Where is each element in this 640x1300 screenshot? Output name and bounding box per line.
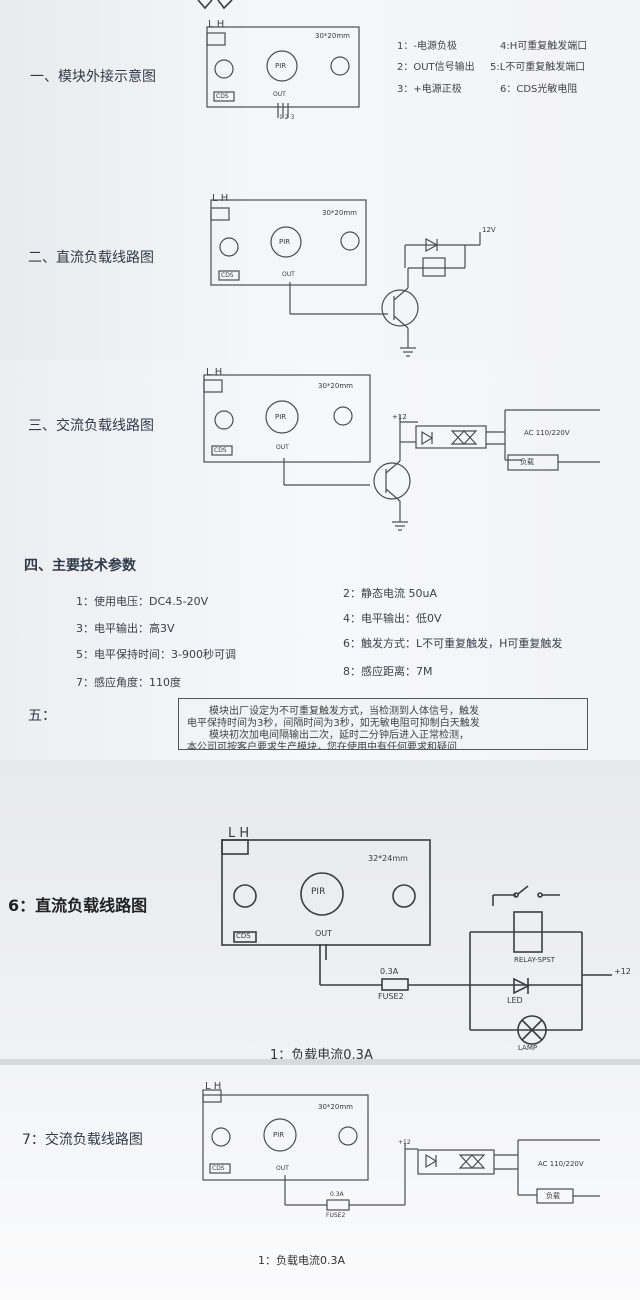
board3-pir-label: PIR <box>275 413 287 421</box>
section-4-title: 四、主要技术参数 <box>24 558 136 574</box>
board2-vcc-label: 12V <box>482 226 496 234</box>
section-7-title: 7：交流负载线路图 <box>22 1132 143 1148</box>
param-3: 3：电平输出：高3V <box>76 622 175 635</box>
note-line-1: 模块出厂设定为不可重复触发方式，当检测到人体信号，触发 <box>209 706 479 717</box>
load-current-2: 1：负载电流0.3A <box>258 1254 346 1267</box>
note-box: 模块出厂设定为不可重复触发方式，当检测到人体信号，触发 电平保持时间为3秒，间隔… <box>178 698 588 750</box>
board1-cds-label: CDS <box>216 93 229 100</box>
param-2: 2：静态电流 50uA <box>343 587 437 600</box>
pin-4-label: 4:H可重复触发端口 <box>500 41 588 52</box>
board-3 <box>203 374 600 531</box>
fuse-rating-2: 0.3A <box>330 1191 344 1198</box>
board2-out-label: OUT <box>282 271 295 278</box>
board2-size-label: 30*20mm <box>322 209 357 217</box>
board5-cds-label: CDS <box>212 1165 225 1172</box>
param-8: 8：感应距离：7M <box>343 665 433 678</box>
pin-1-label: 1：-电源负极 <box>397 41 457 52</box>
load-current-1: 1：负载电流0.3A <box>270 1048 373 1063</box>
ac-label-1: AC 110/220V <box>524 429 570 437</box>
sheet1-drawings: 1 2 3 <box>197 0 481 357</box>
pin-6-label: 6：CDS光敏电阻 <box>500 84 578 95</box>
ac-label-2: AC 110/220V <box>538 1160 584 1168</box>
board-5 <box>202 1089 600 1211</box>
pin-5-label: 5:L不可重复触发端口 <box>490 62 586 73</box>
pin-3-label: 3：+电源正极 <box>397 84 462 95</box>
section-6-title: 6：直流负载线路图 <box>8 896 148 915</box>
param-6: 6：触发方式：L不可重复触发，H可重复触发 <box>343 637 563 650</box>
board-2 <box>210 199 481 357</box>
lamp-label: LAMP <box>518 1044 538 1052</box>
board1-lh-label: L H <box>208 19 225 30</box>
board3-cds-label: CDS <box>214 447 227 454</box>
header-fragment <box>197 0 233 10</box>
sheet-4: L H 30*20mm PIR CDS OUT 0.3A FUSE2 +12 A… <box>0 1065 640 1300</box>
fuse-label-2: FUSE2 <box>326 1212 346 1219</box>
load-label-1: 负载 <box>520 458 534 466</box>
board1-pir-label: PIR <box>275 62 287 70</box>
sheet-1: 1 2 3 <box>0 0 640 360</box>
board2-lh-label: L H <box>212 193 229 204</box>
note-line-4: 本公司可按客户要求生产模块，您在使用中有任何要求和疑问 <box>187 742 457 750</box>
board2-cds-label: CDS <box>221 272 234 279</box>
board5-lh-label: L H <box>205 1081 222 1092</box>
param-5: 5：电平保持时间：3-900秒可调 <box>76 648 236 661</box>
board5-size-label: 30*20mm <box>318 1103 353 1111</box>
board-1: 1 2 3 <box>206 26 360 121</box>
board3-out-label: OUT <box>276 444 289 451</box>
led-label: LED <box>507 996 523 1005</box>
board4-pir-label: PIR <box>311 887 326 897</box>
board4-size-label: 32*24mm <box>368 854 408 863</box>
board3-vcc-label: +12 <box>392 413 407 421</box>
board4-vcc-label: +12 <box>614 967 631 976</box>
fuse-rating-1: 0.3A <box>380 967 399 976</box>
sheet-2: L H 30*20mm PIR CDS OUT +12 AC 110/220V … <box>0 360 640 760</box>
board-4 <box>221 839 612 1045</box>
fuse-label-1: FUSE2 <box>378 992 404 1001</box>
pin-2-label: 2：OUT信号输出 <box>397 62 475 73</box>
sheet3-drawings <box>221 839 612 1045</box>
board1-size-label: 30*20mm <box>315 32 350 40</box>
board1-out-label: OUT <box>273 91 286 98</box>
param-7: 7：感应角度：110度 <box>76 676 181 689</box>
note-line-2: 电平保持时间为3秒，间隔时间为3秒，如无敏电阻可抑制白天触发 <box>187 718 480 729</box>
sheet2-drawings <box>203 374 600 531</box>
sheet-3: L H 32*24mm PIR CDS OUT 0.3A FUSE2 RELAY… <box>0 760 640 1065</box>
board3-size-label: 30*20mm <box>318 382 353 390</box>
param-4: 4：电平输出：低0V <box>343 612 442 625</box>
svg-text:1 2 3: 1 2 3 <box>279 114 294 121</box>
board4-lh-label: L H <box>228 826 250 841</box>
section-3-title: 三、交流负载线路图 <box>28 418 154 434</box>
section-1-title: 一、模块外接示意图 <box>30 69 156 85</box>
board3-lh-label: L H <box>206 367 223 378</box>
section-2-title: 二、直流负载线路图 <box>28 250 154 266</box>
board5-out-label: OUT <box>276 1165 289 1172</box>
board4-out-label: OUT <box>315 929 333 938</box>
board2-pir-label: PIR <box>279 238 291 246</box>
note-line-3: 模块初次加电间隔输出二次，延时二分钟后进入正常检测， <box>209 730 469 741</box>
section-5-title: 五： <box>28 708 56 724</box>
sheet4-drawings <box>202 1089 600 1211</box>
load-label-2: 负载 <box>546 1192 560 1200</box>
board4-cds-label: CDS <box>236 932 251 940</box>
board5-vcc-label: +12 <box>398 1139 411 1146</box>
board5-pir-label: PIR <box>273 1131 285 1139</box>
param-1: 1：使用电压：DC4.5-20V <box>76 595 209 608</box>
relay-label: RELAY-SPST <box>514 956 555 964</box>
